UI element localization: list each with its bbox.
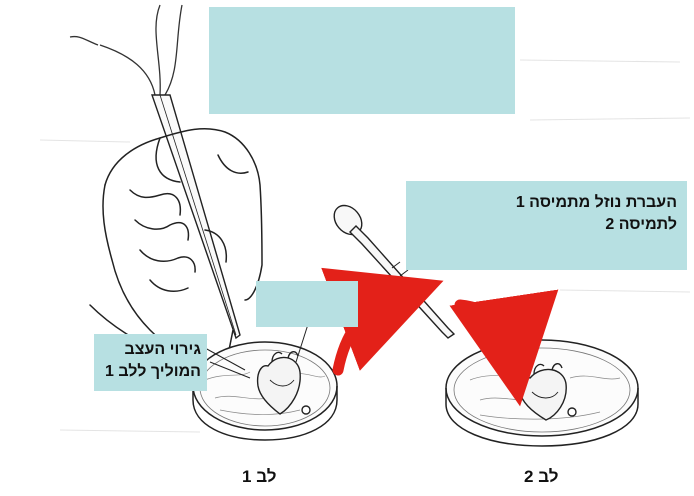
heart-1-label: לב 1: [242, 467, 276, 487]
nerve-label-line1: גירוי העצב: [125, 340, 202, 360]
transfer-label-box: העברת נוזל מתמיסה 1 לתמיסה 2: [406, 181, 687, 270]
nerve-label-box: גירוי העצב המוליך ללב 1: [94, 334, 207, 391]
electrode-wires: [70, 5, 182, 95]
nerve-label-line2: המוליך ללב 1: [105, 362, 201, 382]
heart-2-label: לב 2: [524, 467, 558, 487]
transfer-label-line1: העברת נוזל מתמיסה 1: [516, 193, 677, 213]
electrode-icon: [152, 95, 240, 365]
top-blank-box: [209, 7, 515, 114]
heart-blank-box: [256, 281, 358, 327]
transfer-label-line2: לתמיסה 2: [605, 215, 677, 235]
